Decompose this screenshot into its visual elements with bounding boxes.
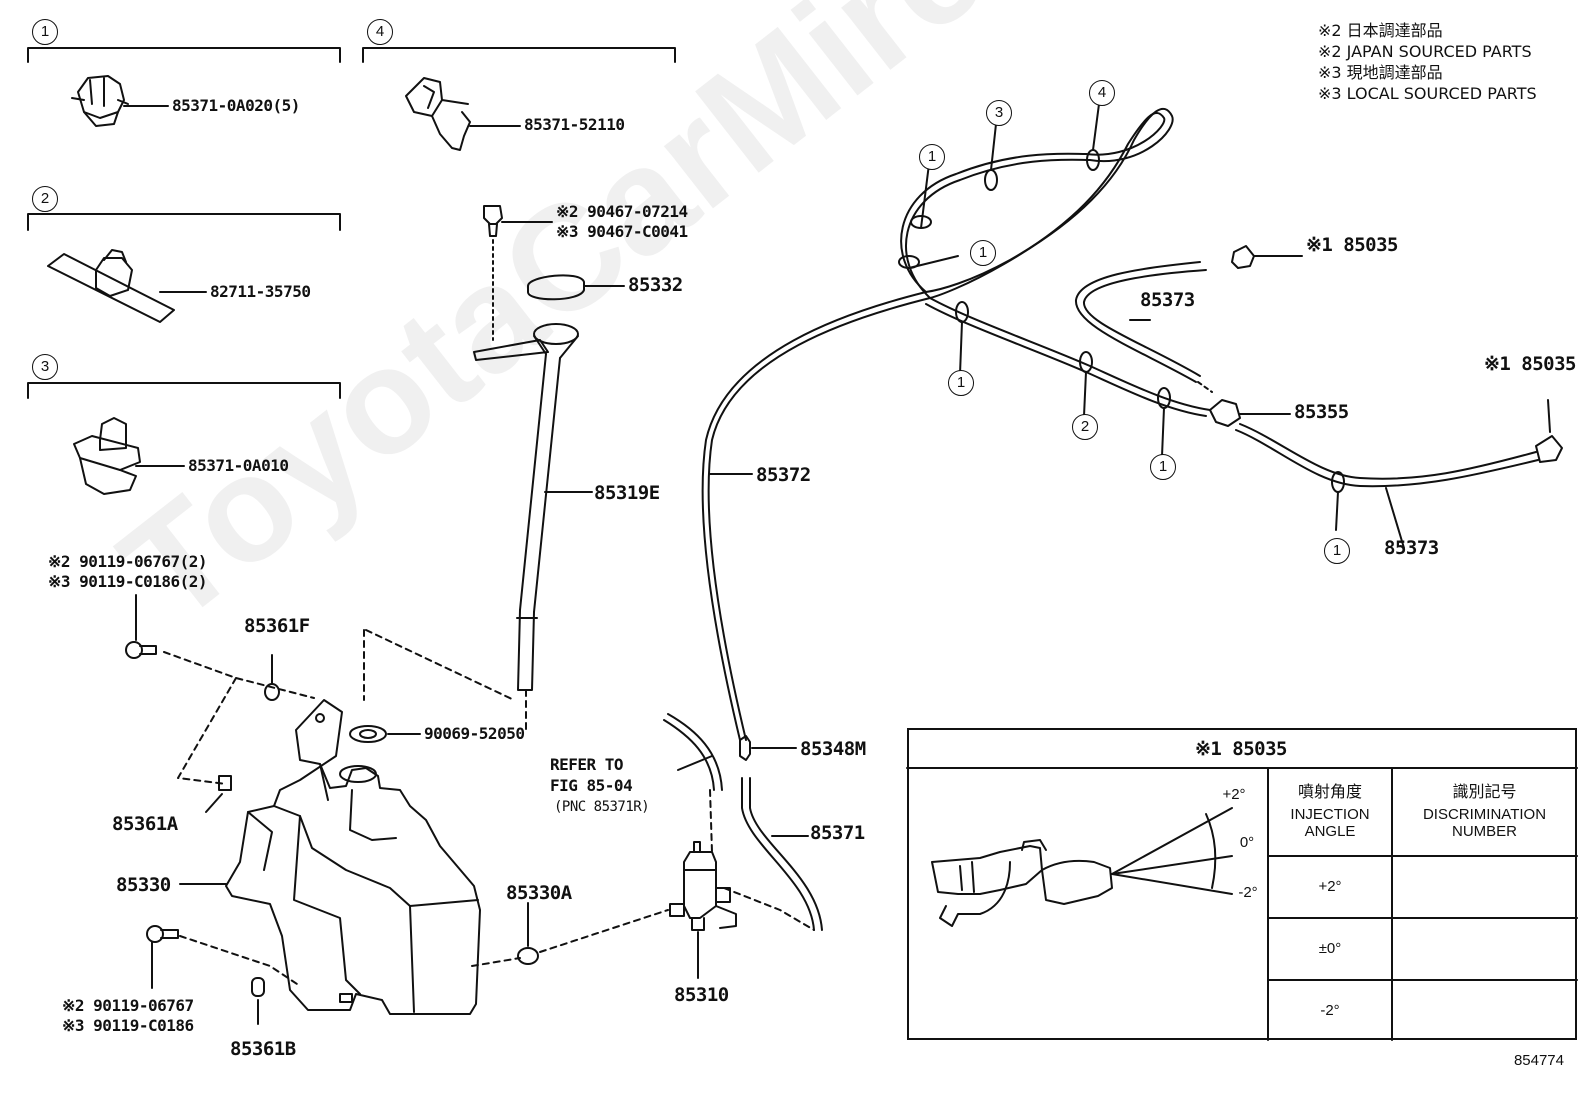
hose-85372-drawing [701,291,931,741]
table-header-injection-en2: ANGLE [1304,823,1356,840]
note-jp-japan: ※2 日本調達部品 [1318,21,1443,40]
part-85373-upper[interactable]: 85373 [1140,289,1195,311]
part-85332[interactable]: 85332 [628,274,683,296]
callout-clamp-type-1: 1 [948,370,974,396]
tank-fasteners-drawing [125,594,515,1025]
callout-clamp-type-1: 1 [1324,538,1350,564]
part-85371-0a020[interactable]: 85371-0A020(5) [172,96,300,115]
table-row-angle: +2° [1318,878,1342,895]
table-row-angle: -2° [1320,1002,1340,1019]
part-85361b[interactable]: 85361B [230,1038,296,1060]
section-2-number: 2 [32,186,58,212]
part-85361a[interactable]: 85361A [112,813,178,835]
refer-line-1: REFER TO [550,755,624,774]
upper-hose-drawing [900,107,1213,417]
part-85373-lower[interactable]: 85373 [1384,537,1439,559]
refer-line-3: (PNC 85371R) [554,799,650,815]
section-4-number: 4 [367,19,393,45]
table-row-angle: ±0° [1318,940,1342,957]
part-bolt-top-local[interactable]: ※3 90119-C0186(2) [48,572,208,591]
part-85361f[interactable]: 85361F [244,615,310,637]
part-90069-52050[interactable]: 90069-52050 [424,724,525,743]
connector-hose-drawing [739,735,823,931]
table-title: ※1 85035 [1195,738,1288,760]
grommet-85330a-drawing [471,902,669,967]
table-header-discrimination-en2: NUMBER [1451,823,1517,840]
part-85355[interactable]: 85355 [1294,401,1349,423]
part-85372[interactable]: 85372 [756,464,811,486]
part-85371[interactable]: 85371 [810,822,865,844]
clip-0a010-drawing [73,417,185,495]
table-header-injection-en1: INJECTION [1290,806,1370,823]
figure-number: 854774 [1513,1052,1564,1069]
part-85035-upper[interactable]: ※1 85035 [1306,234,1399,256]
table-header-injection-jp: 噴射角度 [1297,784,1362,801]
note-jp-local: ※3 現地調達部品 [1318,63,1443,82]
angle-label-minus2: -2° [1238,884,1258,901]
inlet-assembly-drawing [473,205,625,731]
part-85348m[interactable]: 85348M [800,738,866,760]
nozzles-drawing [1129,245,1563,549]
table-header-discrimination-jp: 識別記号 [1452,784,1517,801]
refer-line-2: FIG 85-04 [550,776,633,795]
callout-clamp-type-1: 1 [919,144,945,170]
nozzle-detail-drawing [931,807,1233,927]
clip-0a020-drawing [71,75,169,127]
part-85330a[interactable]: 85330A [506,882,572,904]
part-82711-35750[interactable]: 82711-35750 [210,282,311,301]
callout-clamp-type-1: 1 [970,240,996,266]
part-bolt-bottom-japan[interactable]: ※2 90119-06767 [62,996,194,1015]
note-en-local: ※3 LOCAL SOURCED PARTS [1318,84,1537,103]
callout-clamp-type-2: 2 [1072,414,1098,440]
angle-label-zero: 0° [1239,834,1255,851]
clip-52110-drawing [405,77,521,151]
part-85371-0a010[interactable]: 85371-0A010 [188,456,289,475]
part-85371-52110[interactable]: 85371-52110 [524,115,625,134]
part-85035-right[interactable]: ※1 85035 [1484,353,1577,375]
section-3-number: 3 [32,354,58,380]
callout-clamp-type-3: 3 [986,100,1012,126]
washer-tank-drawing [179,699,481,1015]
note-en-japan: ※2 JAPAN SOURCED PARTS [1318,42,1532,61]
part-85310[interactable]: 85310 [674,984,729,1006]
refer-hose-drawing [663,713,723,791]
part-clip-local[interactable]: ※3 90467-C0041 [556,222,688,241]
section-brackets [27,47,676,399]
table-header-discrimination-en1: DISCRIMINATION [1422,806,1547,823]
angle-label-plus2: +2° [1222,786,1246,803]
section-1-number: 1 [32,19,58,45]
part-85330[interactable]: 85330 [116,874,171,896]
nozzle-angle-table [907,728,1577,1040]
part-85319e[interactable]: 85319E [594,482,660,504]
callout-clamp-type-4: 4 [1089,80,1115,106]
pump-drawing [669,789,815,979]
clip-35750-drawing [47,249,207,323]
part-clip-japan[interactable]: ※2 90467-07214 [556,202,688,221]
callout-clamp-type-1: 1 [1150,454,1176,480]
part-bolt-top-japan[interactable]: ※2 90119-06767(2) [48,552,208,571]
table-lines [906,767,1578,1041]
part-bolt-bottom-local[interactable]: ※3 90119-C0186 [62,1016,194,1035]
hose-clamps-drawing [898,103,1345,531]
